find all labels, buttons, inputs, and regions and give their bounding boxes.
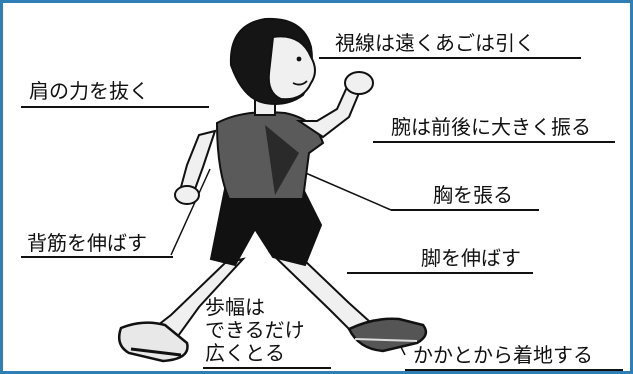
shoulder-underline	[21, 106, 209, 108]
back-leader	[170, 168, 211, 256]
label-leg: 脚を伸ばす	[421, 246, 521, 270]
back-fist	[174, 185, 200, 205]
heel-underline	[405, 369, 623, 371]
stride-line-2: できるだけ	[205, 318, 305, 342]
arm-underline	[373, 141, 615, 143]
gaze-underline	[319, 57, 581, 59]
front-fist	[344, 71, 374, 95]
label-stride: 歩幅は できるだけ 広くとる	[205, 296, 305, 365]
label-arm: 腕は前後に大きく振る	[391, 115, 591, 139]
chest-leader	[300, 170, 392, 211]
label-chest: 胸を張る	[433, 183, 513, 207]
chest-underline	[391, 209, 539, 211]
head	[229, 17, 316, 105]
stride-line-1: 歩幅は	[205, 295, 265, 319]
leg-underline	[347, 272, 533, 274]
back-underline	[21, 256, 173, 258]
front-leg	[267, 251, 428, 353]
label-back: 背筋を伸ばす	[27, 231, 147, 255]
front-arm	[295, 71, 374, 139]
eye	[296, 56, 302, 62]
shorts	[209, 188, 323, 267]
label-shoulder: 肩の力を抜く	[29, 79, 149, 103]
front-shoe	[347, 317, 428, 353]
walking-figure-illustration	[118, 17, 428, 363]
mouth	[292, 80, 308, 86]
back-shoe	[118, 321, 189, 363]
label-gaze: 視線は遠くあごは引く	[335, 31, 535, 55]
stride-underline	[203, 367, 331, 369]
stride-line-3: 広くとる	[205, 341, 285, 365]
label-heel: かかとから着地する	[413, 343, 593, 367]
back-arm	[174, 129, 217, 205]
back-leg	[118, 257, 246, 363]
